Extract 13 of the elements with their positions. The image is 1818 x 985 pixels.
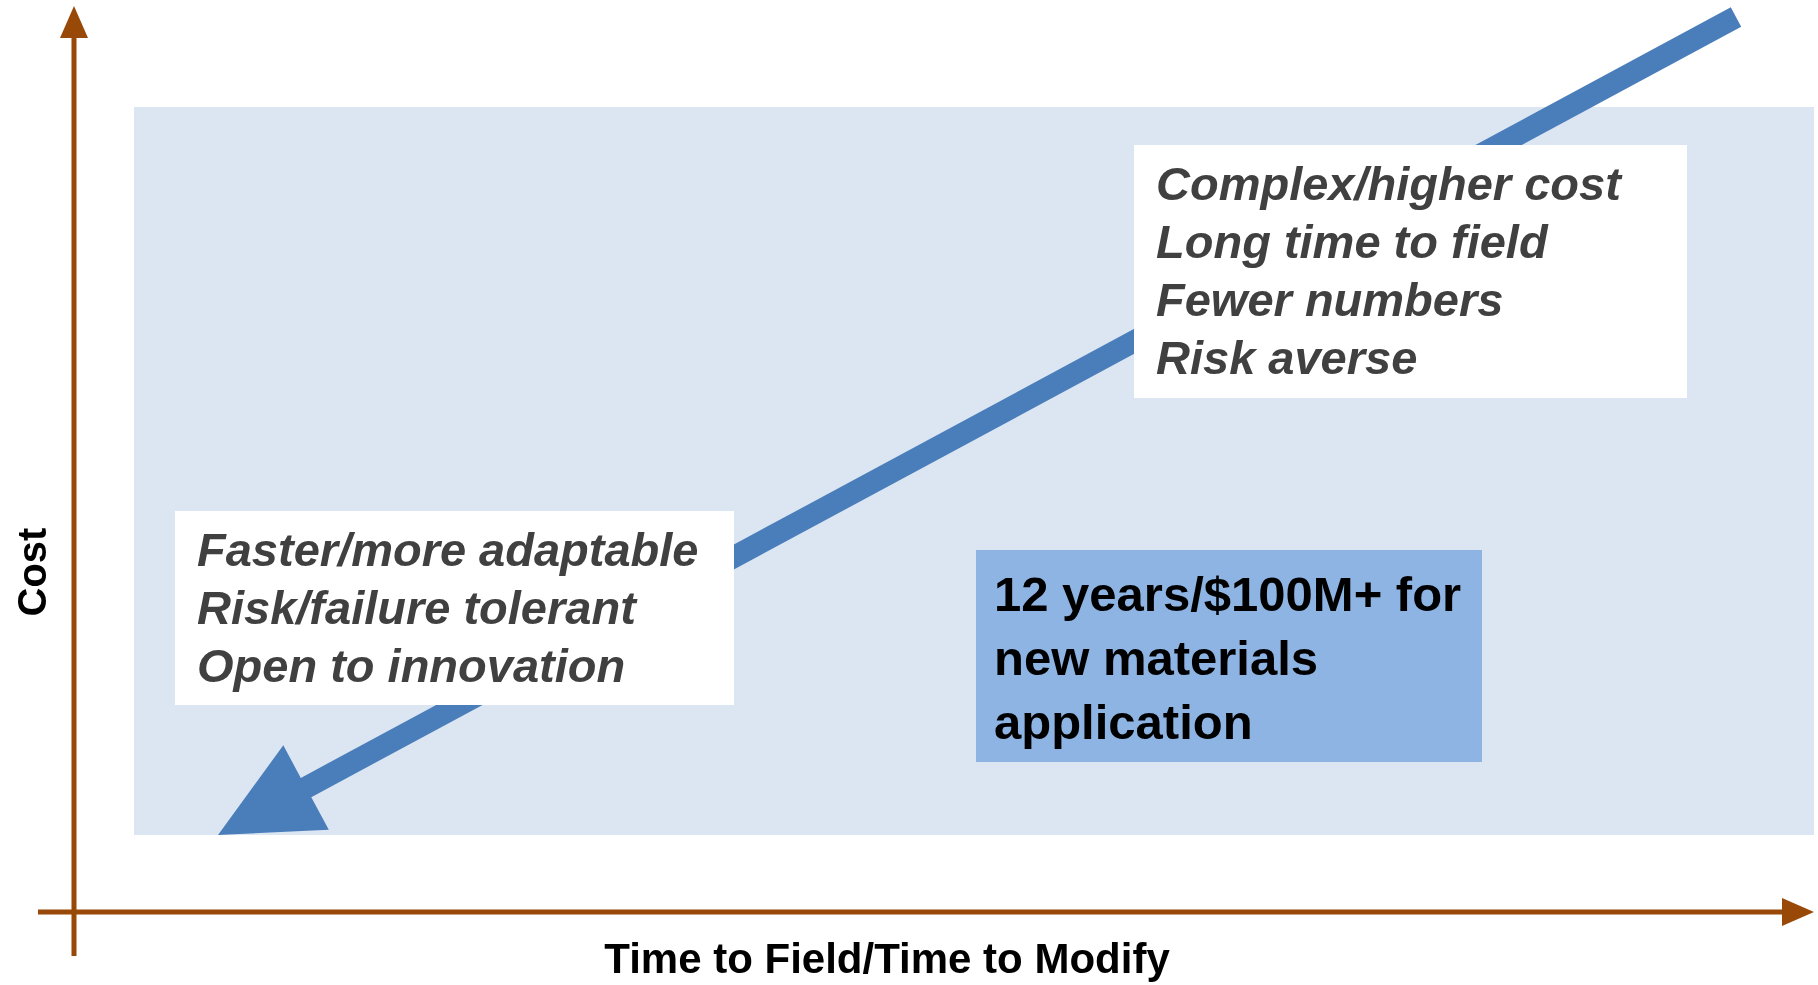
note-text: Faster/more adaptable (197, 522, 700, 578)
note-text: Risk/failure tolerant (197, 580, 639, 636)
text-box (175, 511, 734, 705)
note-text: Fewer numbers (1156, 272, 1505, 328)
callout-box (976, 550, 1482, 762)
axis-title: Time to Field/Time to Modify (604, 935, 1170, 983)
axis-title: Cost (10, 527, 55, 617)
text-box (1134, 145, 1687, 398)
note-text: Risk averse (1156, 330, 1419, 386)
note-text: Complex/higher cost (1156, 156, 1624, 212)
note-text: Long time to field (1156, 214, 1550, 270)
note-text: Open to innovation (197, 638, 627, 694)
callout-text: 12 years/$100M+ for new materials application (994, 566, 1463, 751)
